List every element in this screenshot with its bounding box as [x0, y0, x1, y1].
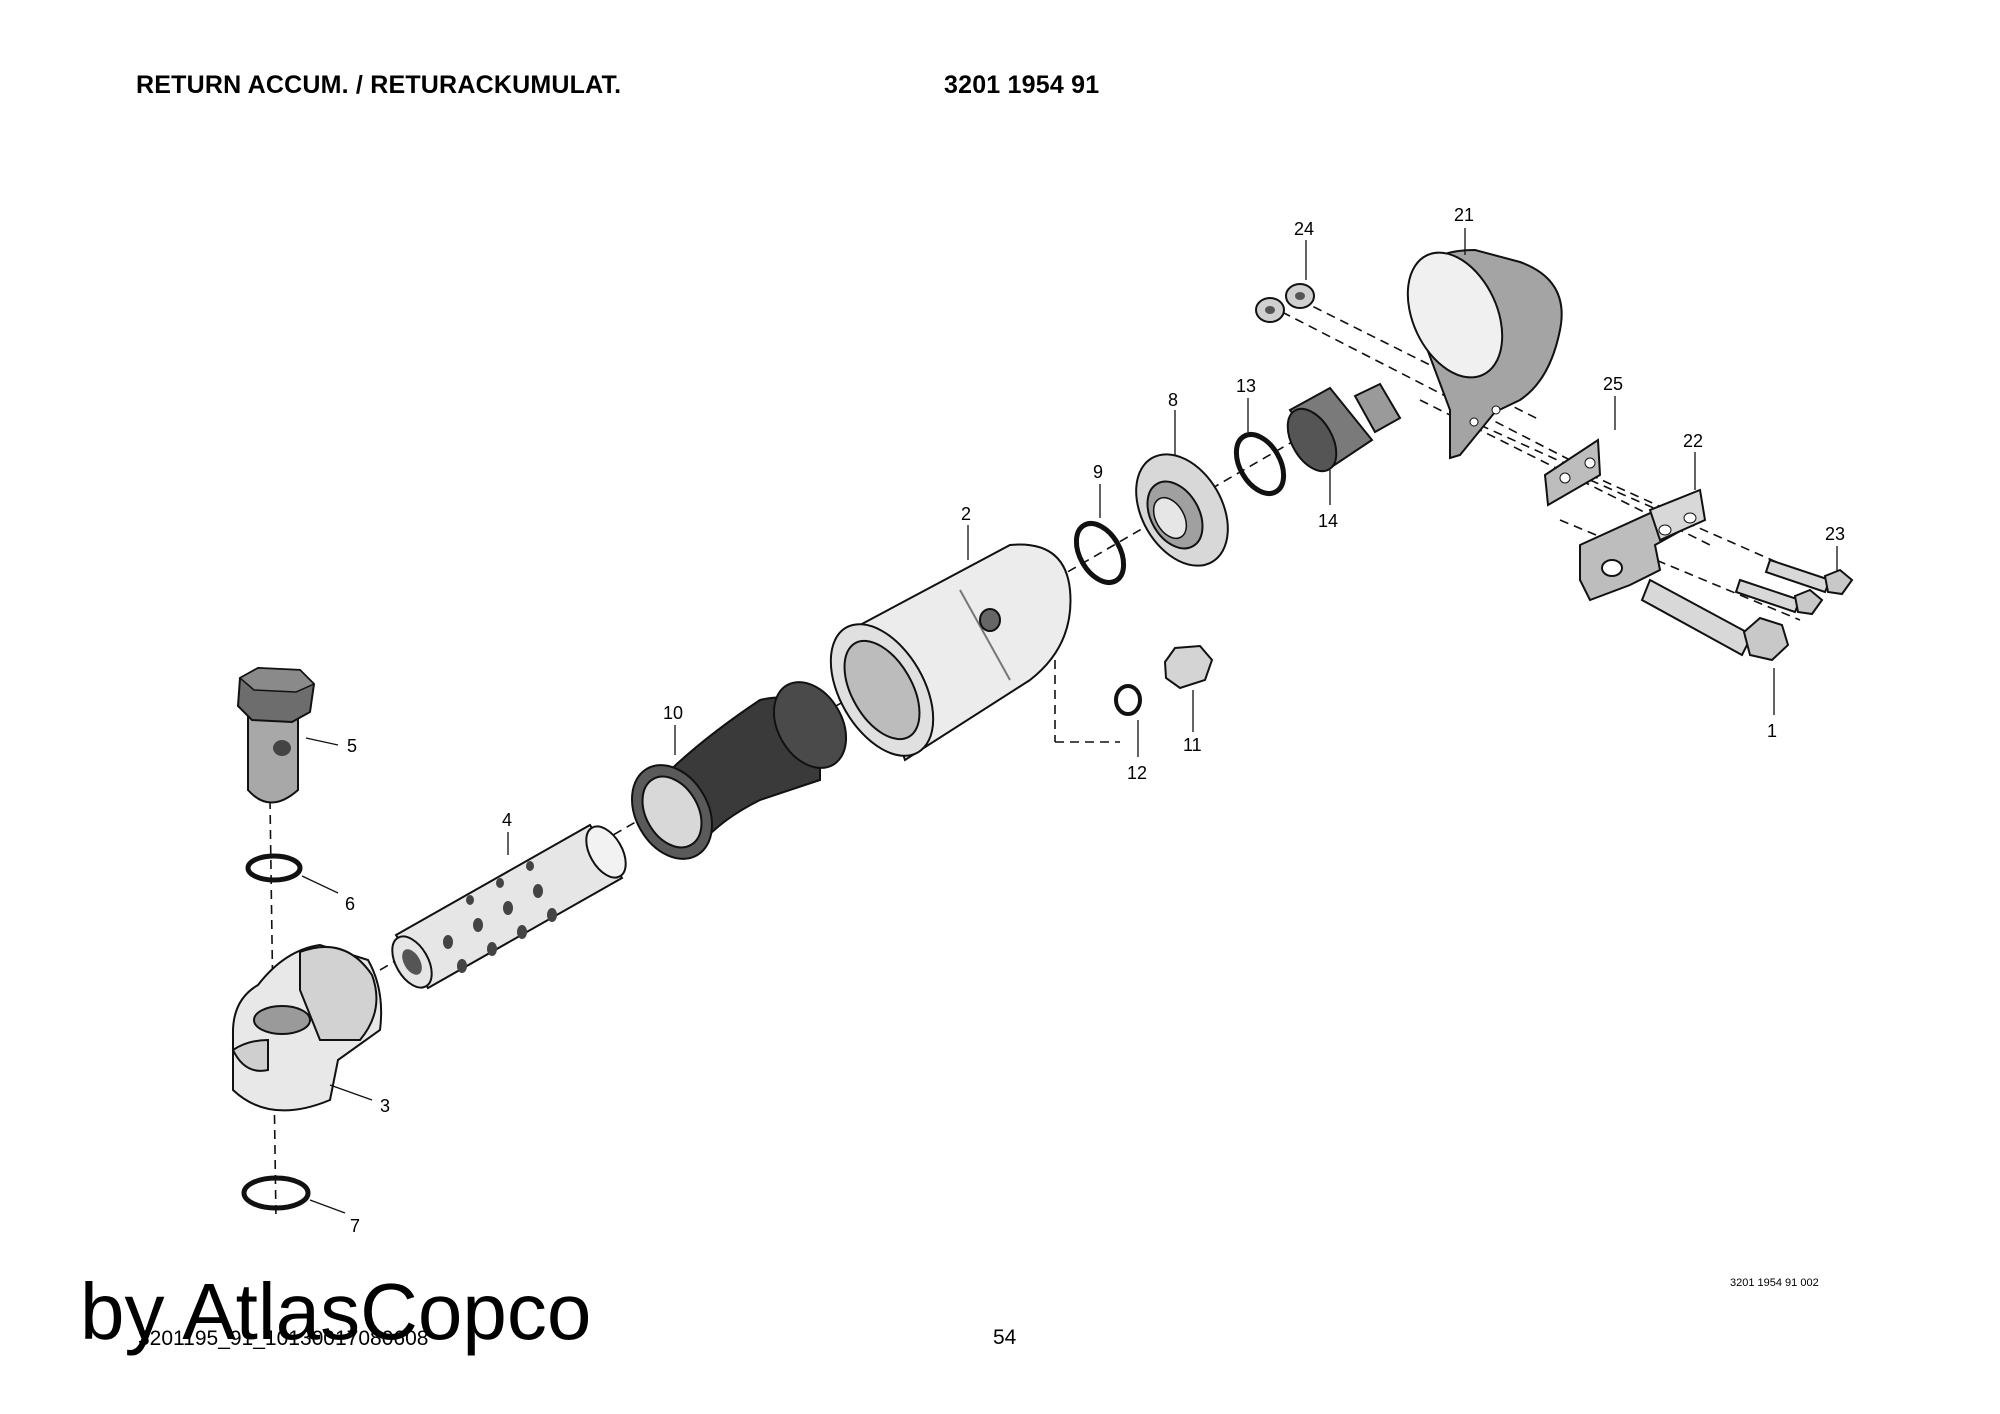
page-number: 54	[993, 1326, 1017, 1349]
part-9-o-ring	[1073, 521, 1127, 585]
callout-3: 3	[380, 1096, 390, 1116]
callout-9: 9	[1093, 462, 1103, 482]
part-4-perforated-tube	[391, 823, 627, 990]
callout-6: 6	[345, 894, 355, 914]
part-7-o-ring	[241, 1175, 311, 1211]
part-6-o-ring	[245, 853, 303, 883]
brand-watermark: by AtlasCopco	[80, 1267, 592, 1356]
document-id: 3201195_91_10130017080608	[138, 1327, 429, 1350]
part-5-banjo-bolt	[236, 666, 316, 804]
callout-10: 10	[663, 703, 683, 723]
callout-labels: 1 2 3 4 5 6 7 8 9 10 11 12 13 14 21 22 2…	[345, 205, 1845, 1236]
part-21-clamp	[1406, 248, 1563, 460]
part-11-plug	[1163, 644, 1214, 690]
part-10-bladder	[631, 681, 848, 860]
callout-25: 25	[1603, 374, 1623, 394]
callout-13: 13	[1236, 376, 1256, 396]
part-1-bolt	[1640, 578, 1790, 662]
part-14-fitting	[1286, 382, 1402, 473]
callout-2: 2	[961, 504, 971, 524]
callout-7: 7	[350, 1216, 360, 1236]
part-12-snap-ring	[1114, 684, 1142, 716]
callout-14: 14	[1318, 511, 1338, 531]
assembly-axis-lines	[269, 299, 1841, 1221]
callout-1: 1	[1767, 721, 1777, 741]
part-number: 3201 1954 91	[944, 71, 1100, 99]
part-13-o-ring	[1233, 432, 1287, 496]
drawing-reference: 3201 1954 91 002	[1730, 1277, 1819, 1289]
callout-12: 12	[1127, 763, 1147, 783]
callout-5: 5	[347, 736, 357, 756]
part-2-cylinder	[829, 543, 1072, 762]
part-22-bracket	[1579, 488, 1707, 602]
callout-21: 21	[1454, 205, 1474, 225]
page-title: RETURN ACCUM. / RETURACKUMULAT.	[136, 71, 622, 99]
callout-11: 11	[1183, 735, 1202, 755]
part-25-plate	[1543, 438, 1602, 507]
part-8-end-cap	[1135, 453, 1229, 567]
callout-23: 23	[1825, 524, 1845, 544]
callout-4: 4	[502, 810, 512, 830]
callout-8: 8	[1168, 390, 1178, 410]
callout-22: 22	[1683, 431, 1703, 451]
part-3-housing	[231, 943, 383, 1112]
callout-24: 24	[1294, 219, 1314, 239]
part-24-nuts	[1255, 283, 1315, 323]
leader-lines	[301, 228, 1838, 1214]
part-23-screws	[1734, 558, 1854, 616]
